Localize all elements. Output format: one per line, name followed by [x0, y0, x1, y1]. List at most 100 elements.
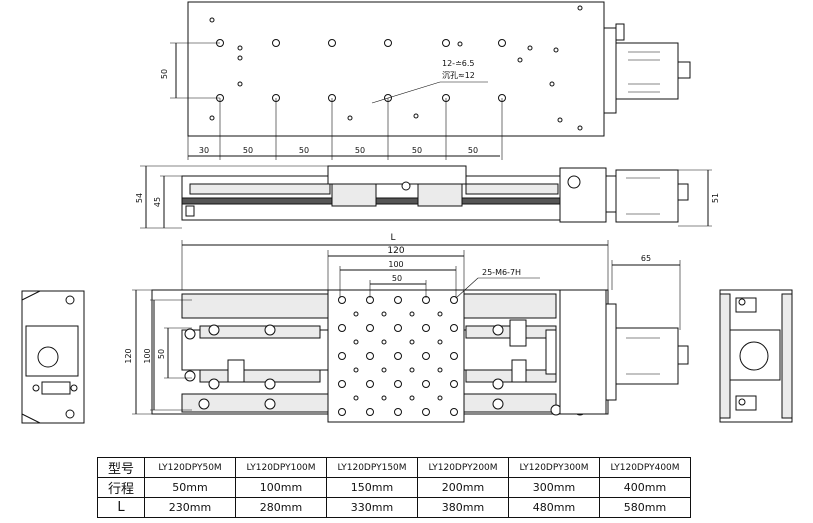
front-table-hole	[338, 352, 346, 360]
front-table-hole	[366, 324, 374, 332]
top-hole	[328, 39, 336, 47]
side-view-motor-flange	[559, 167, 607, 223]
front-view-side-holes	[184, 294, 592, 416]
spec-length-cell: 280mm	[235, 497, 327, 518]
top-hole-note-1: 12-≐6.5	[442, 59, 475, 68]
front-table-hole	[338, 408, 346, 416]
front-table-hole	[338, 324, 346, 332]
front-thread-note: 25-M6-7H	[482, 268, 521, 277]
top-small-hole	[237, 55, 243, 61]
front-table-small-hole	[409, 339, 415, 345]
front-table-small-hole	[353, 339, 359, 345]
front-table-hole	[394, 352, 402, 360]
top-small-hole	[413, 113, 419, 119]
side-view-table-top	[327, 165, 467, 185]
top-small-hole	[549, 81, 555, 87]
top-view-motor-cap	[677, 61, 691, 79]
top-dim-height: 50	[160, 69, 169, 79]
front-table-hole	[366, 352, 374, 360]
front-dim-50-left: 50	[157, 349, 166, 359]
spec-model-cell: LY120DPY300M	[508, 457, 600, 478]
front-side-hole	[184, 328, 196, 340]
spec-label-length: L	[97, 497, 145, 518]
spec-travel-cell: 200mm	[417, 477, 509, 498]
top-small-hole	[457, 41, 463, 47]
spec-travel-cell: 150mm	[326, 477, 418, 498]
top-view-base-plate	[187, 1, 605, 137]
side-dim-45: 45	[153, 197, 162, 207]
front-table-hole	[366, 408, 374, 416]
top-callout-leader	[371, 81, 441, 104]
front-table-small-hole	[437, 311, 443, 317]
front-table-hole	[422, 408, 430, 416]
top-small-hole	[237, 45, 243, 51]
side-view-carriage-1	[331, 183, 377, 207]
front-callout-leader	[455, 277, 479, 299]
front-dim-100-top: 100	[388, 260, 403, 269]
front-side-hole	[492, 324, 504, 336]
spec-travel-cell: 100mm	[235, 477, 327, 498]
front-table-small-hole	[409, 367, 415, 373]
front-table-small-hole	[353, 367, 359, 373]
spec-row-travel: 行程 50mm 100mm 150mm 200mm 300mm 400mm	[97, 477, 691, 498]
top-dim-pitch-3: 50	[299, 146, 309, 155]
spec-model-cell: LY120DPY150M	[326, 457, 418, 478]
spec-row-length: L 230mm 280mm 330mm 380mm 480mm 580mm	[97, 497, 691, 518]
top-dim-pitch-4: 50	[355, 146, 365, 155]
front-table-hole	[394, 324, 402, 332]
top-hole	[442, 39, 450, 47]
front-table-hole	[422, 380, 430, 388]
spec-length-cell: 330mm	[326, 497, 418, 518]
top-small-hole	[237, 81, 243, 87]
spec-length-cell: 480mm	[508, 497, 600, 518]
top-small-hole	[347, 115, 353, 121]
front-table-small-hole	[353, 311, 359, 317]
front-table-small-hole	[353, 395, 359, 401]
front-view-motor-body	[615, 327, 679, 385]
spec-row-model: 型号 LY120DPY50M LY120DPY100M LY120DPY150M…	[97, 457, 691, 478]
front-table-small-hole	[409, 395, 415, 401]
top-view-motor-body	[615, 42, 679, 100]
front-table-hole	[450, 408, 458, 416]
side-view: 54 45 51	[135, 165, 720, 229]
spec-travel-cell: 400mm	[599, 477, 691, 498]
front-side-hole	[492, 398, 504, 410]
front-table-hole	[394, 380, 402, 388]
front-dim-65: 65	[641, 254, 651, 263]
top-dim-pitch-2: 50	[243, 146, 253, 155]
front-table-hole	[394, 296, 402, 304]
top-view-connector	[615, 23, 625, 41]
front-table-small-hole	[409, 311, 415, 317]
spec-label-travel: 行程	[97, 477, 145, 498]
front-side-hole	[264, 324, 276, 336]
front-view: L 120 100 50 65 25-M6-7H 120 100 50	[124, 233, 689, 423]
front-table-small-hole	[381, 311, 387, 317]
front-table-hole	[450, 324, 458, 332]
spec-model-cell: LY120DPY50M	[144, 457, 236, 478]
side-view-carriage-2	[417, 183, 463, 207]
top-small-hole	[577, 125, 583, 131]
right-end-shaft	[739, 341, 769, 371]
front-table-hole	[338, 380, 346, 388]
front-table-hole	[394, 408, 402, 416]
top-small-hole	[527, 45, 533, 51]
front-side-hole	[208, 324, 220, 336]
side-view-motor-cap	[677, 183, 689, 201]
front-dim-L: L	[390, 233, 395, 243]
top-view-holes	[209, 5, 583, 131]
front-side-hole	[198, 398, 210, 410]
front-table-hole	[450, 380, 458, 388]
front-table-hole	[422, 352, 430, 360]
side-dim-54: 54	[135, 193, 144, 203]
front-view-motor-cap	[677, 345, 689, 365]
front-side-hole	[492, 378, 504, 390]
front-table-small-hole	[381, 395, 387, 401]
top-dim-chain	[187, 98, 503, 160]
side-dim-51: 51	[711, 193, 720, 203]
front-dim-120-left: 120	[124, 348, 133, 363]
top-hole	[498, 39, 506, 47]
top-small-hole	[209, 115, 215, 121]
front-table-small-hole	[381, 367, 387, 373]
spec-model-cell: LY120DPY100M	[235, 457, 327, 478]
